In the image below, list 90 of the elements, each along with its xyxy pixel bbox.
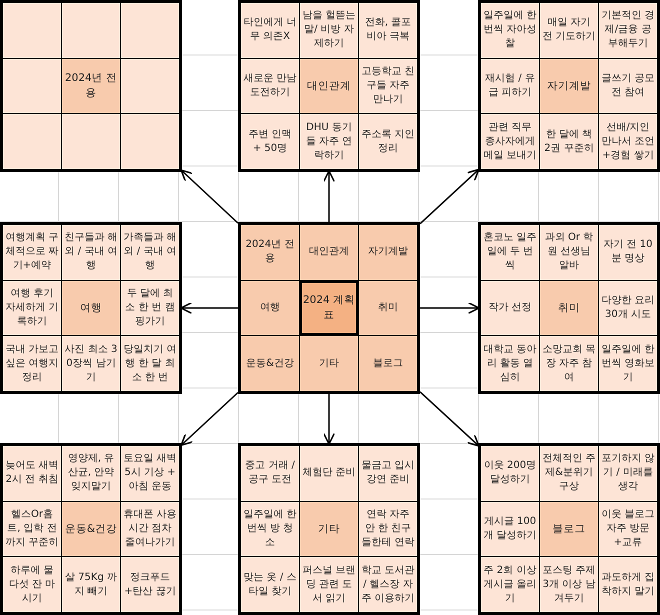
goal-block xyxy=(478,0,660,172)
goal-cell: 여행 xyxy=(241,280,299,336)
goal-cell: 자기계발 xyxy=(359,225,417,280)
goal-cell: 혼코노 일주일에 두 번씩 xyxy=(481,225,539,280)
goal-cell: 자기 전 10분 명상 xyxy=(599,225,657,280)
goal-cell: 하루에 물 다섯 잔 마시기 xyxy=(3,557,61,612)
goal-cell: 맞는 옷 / 스타일 찾기 xyxy=(241,557,299,612)
goal-cell: 대학교 동아리 활동 열심히 xyxy=(481,336,539,391)
goal-cell: 살 75Kg 까지 빼기 xyxy=(62,557,120,612)
goal-block xyxy=(478,443,660,615)
goal-cell: 휴대폰 사용 시간 점차 줄여나가기 xyxy=(121,502,179,556)
goal-cell: 연락 자주 안 한 친구들한테 연락 xyxy=(359,502,417,556)
goal-cell: 글쓰기 공모전 참여 xyxy=(599,58,657,114)
theme-cell: 취미 xyxy=(540,280,598,336)
goal-cell: 과도하게 집착하지 말기 xyxy=(599,557,657,612)
goal-cell: 매일 자기 전 기도하기 xyxy=(540,3,598,58)
goal-cell: 학교 도서관 / 헬스장 자주 이용하기 xyxy=(359,557,417,612)
goal-cell: 영양제, 유산균, 안약 잊지말기 xyxy=(62,446,120,501)
goal-block xyxy=(238,443,420,615)
goal-cell: 주 2회 이상 게시글 올리기 xyxy=(481,557,539,612)
goal-cell: 이웃 200명 달성하기 xyxy=(481,446,539,501)
goal-cell: 국내 가보고 싶은 여행지 정리 xyxy=(3,336,61,391)
goal-cell: 대인관계 xyxy=(300,225,358,280)
goal-cell: 일주일에 한 번씩 영화보기 xyxy=(599,336,657,391)
goal-cell: 늦어도 새벽 2시 전 취침 xyxy=(3,446,61,501)
goal-block xyxy=(238,0,420,172)
theme-cell: 여행 xyxy=(62,280,120,336)
goal-block xyxy=(0,443,182,615)
goal-cell: 관련 직무 종사자에게 메일 보내기 xyxy=(481,114,539,169)
goal-cell: 전화, 콜포비아 극복 xyxy=(359,3,417,58)
theme-cell: 대인관계 xyxy=(300,58,358,114)
goal-cell: 주소록 지인 정리 xyxy=(359,114,417,169)
goal-cell: 한 달에 책 2권 꾸준히 xyxy=(540,114,598,169)
theme-cell: 2024년 전용 xyxy=(62,58,120,114)
goal-cell: 여행 후기 자세하게 기록하기 xyxy=(3,280,61,336)
goal-cell: 친구들과 해외 / 국내 여행 xyxy=(62,225,120,280)
goal-cell: 포기하지 않기 / 미래를 생각 xyxy=(599,446,657,501)
goal-cell: 선배/지인 만나서 조언 +경험 쌓기 xyxy=(599,114,657,169)
goal-cell: 2024년 전용 xyxy=(241,225,299,280)
central-goal-block xyxy=(238,222,420,394)
goal-cell: 운동&건강 xyxy=(241,336,299,391)
theme-cell: 운동&건강 xyxy=(62,502,120,556)
arrow xyxy=(322,170,336,222)
goal-cell: 타인에게 너무 의존X xyxy=(241,3,299,58)
theme-cell: 자기계발 xyxy=(540,58,598,114)
goal-cell: 다양한 요리 30개 시도 xyxy=(599,280,657,336)
goal-cell: 작가 선정 xyxy=(481,280,539,336)
goal-cell: DHU 동기들 자주 연락하기 xyxy=(300,114,358,169)
theme-cell: 블로그 xyxy=(540,502,598,556)
goal-cell: 남을 헐뜯는 말/ 비방 자제하기 xyxy=(300,3,358,58)
theme-cell: 기타 xyxy=(300,502,358,556)
arrow xyxy=(420,168,480,224)
goal-cell: 취미 xyxy=(359,280,417,336)
goal-cell: 물금고 입시 강연 준비 xyxy=(359,446,417,501)
goal-block xyxy=(478,222,660,394)
goal-cell: 고등학교 친구들 자주 만나기 xyxy=(359,58,417,114)
goal-cell: 헬스Or홈트, 입학 전까지 꾸준히 xyxy=(3,502,61,556)
goal-cell: 기본적인 경제/금융 공부해두기 xyxy=(599,3,657,58)
goal-cell: 기타 xyxy=(300,336,358,391)
goal-cell: 일주일에 한 번씩 방 청소 xyxy=(241,502,299,556)
goal-cell: 두 달에 최소 한 번 캠핑가기 xyxy=(121,280,179,336)
goal-cell: 퍼스널 브랜딩 관련 도서 읽기 xyxy=(300,557,358,612)
goal-cell: 게시글 100개 달성하기 xyxy=(481,502,539,556)
goal-cell: 포스팅 주제 3개 이상 남겨두기 xyxy=(540,557,598,612)
arrow xyxy=(180,169,239,224)
goal-cell: 주변 인맥 + 50명 xyxy=(241,114,299,169)
arrow xyxy=(180,302,238,314)
theme-cell: 2024 계획표 xyxy=(300,280,358,336)
goal-cell: 이웃 블로그 자주 방문+교류 xyxy=(599,502,657,556)
arrow xyxy=(180,392,238,446)
goal-cell: 체험단 준비 xyxy=(300,446,358,501)
goal-cell: 가족들과 해외 / 국내 여행 xyxy=(121,225,179,280)
goal-cell: 새로운 만남 도전하기 xyxy=(241,58,299,114)
arrow xyxy=(322,394,336,445)
goal-cell: 여행계획 구체적으로 짜기+예약 xyxy=(3,225,61,280)
goal-cell: 중고 거래 / 공구 도전 xyxy=(241,446,299,501)
arrow xyxy=(420,302,480,314)
goal-cell: 일주일에 한 번씩 자아성찰 xyxy=(481,3,539,58)
goal-block xyxy=(0,222,182,394)
goal-cell: 토요일 새벽 5시 기상 + 아침 운동 xyxy=(121,446,179,501)
goal-cell: 사진 최소 30장씩 남기기 xyxy=(62,336,120,391)
goal-block xyxy=(0,0,182,172)
goal-cell: 정크푸드+탄산 끊기 xyxy=(121,557,179,612)
goal-cell: 블로그 xyxy=(359,336,417,391)
goal-cell: 당일치기 여행 한 달 최소 한 번 xyxy=(121,336,179,391)
goal-cell: 재시험 / 유급 피하기 xyxy=(481,58,539,114)
goal-cell: 소망교회 목장 자주 참여 xyxy=(540,336,598,391)
goal-cell: 전체적인 주제&분위기 구상 xyxy=(540,446,598,501)
goal-cell: 과외 Or 학원 선생님 알바 xyxy=(540,225,598,280)
arrow xyxy=(420,391,480,447)
